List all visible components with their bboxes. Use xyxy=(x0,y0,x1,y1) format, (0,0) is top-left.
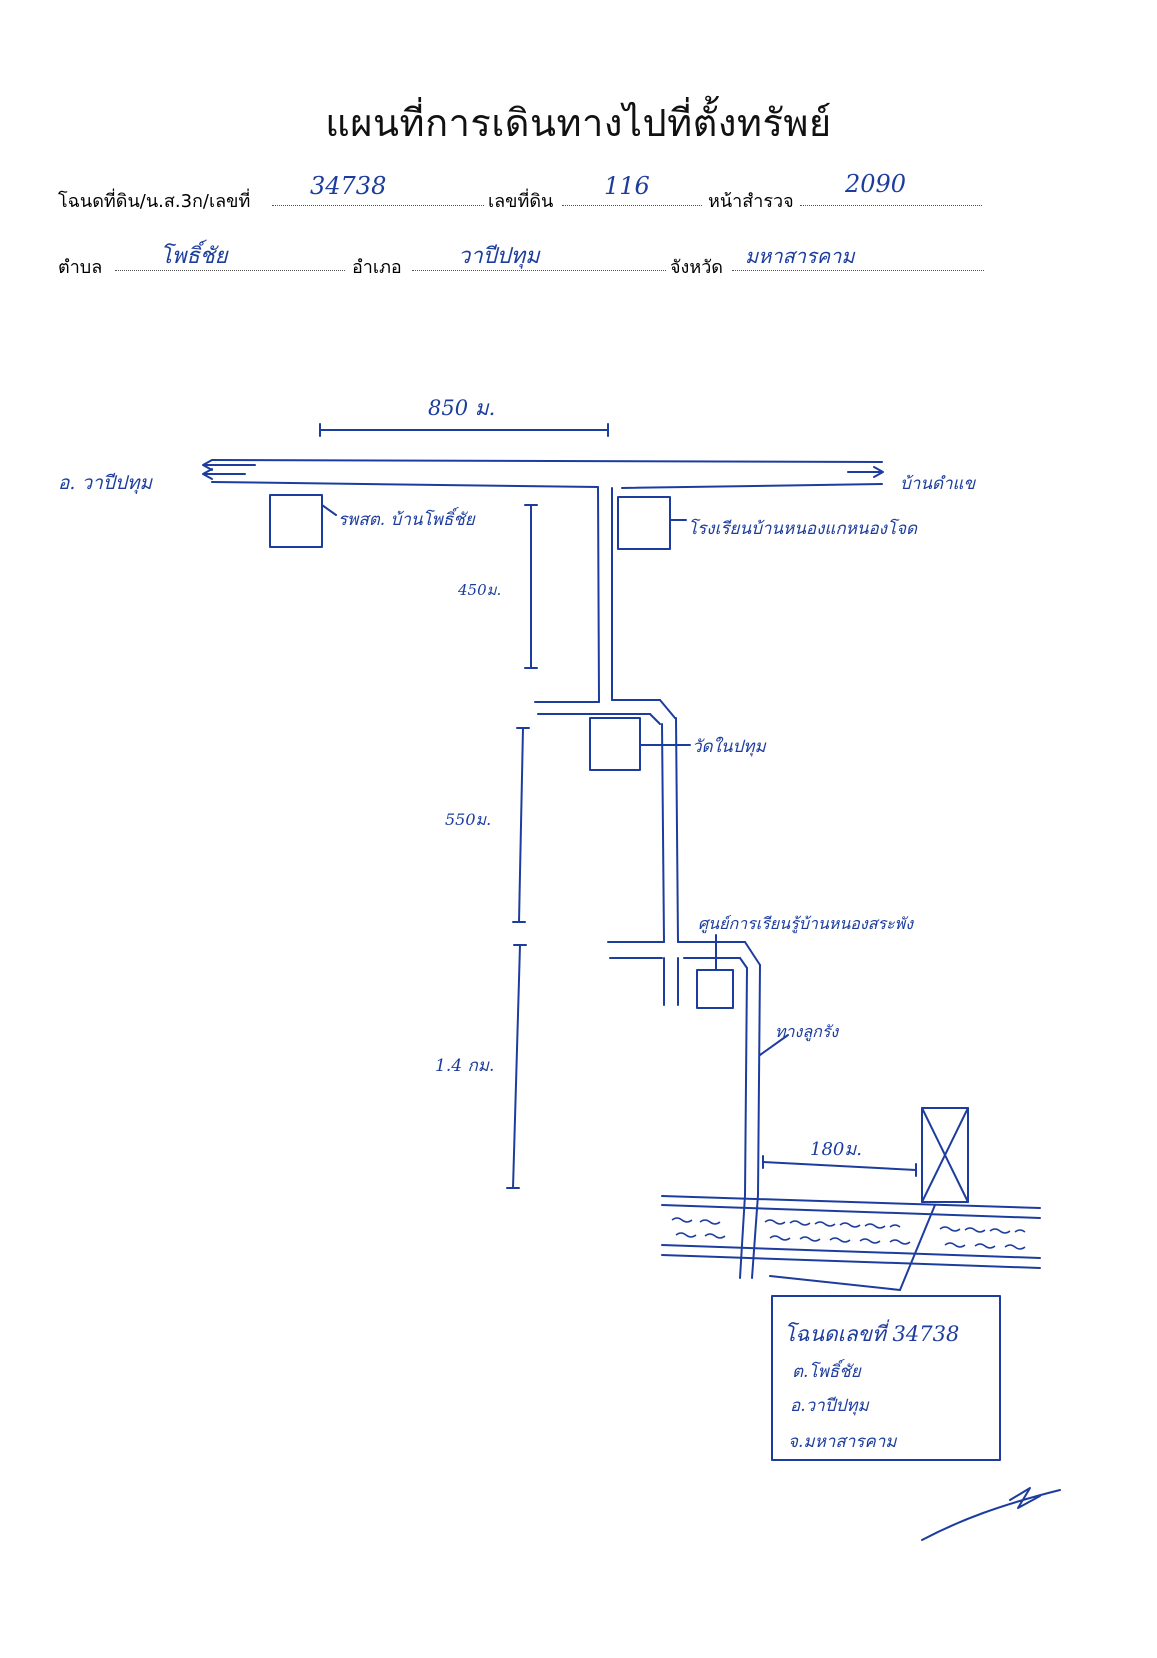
main-road-bottom-right xyxy=(621,483,883,489)
survey-label: หน้าสำรวจ xyxy=(708,191,794,212)
land-no-value: 116 xyxy=(604,172,650,200)
center-box xyxy=(696,969,734,1009)
main-road-bottom-left xyxy=(211,481,599,488)
road-left-label: อ. วาปีปทุม xyxy=(58,472,152,494)
school-box xyxy=(617,496,671,550)
hospital-label: รพสต. บ้านโพธิ์ชัย xyxy=(338,510,475,530)
canal-top-edge-2 xyxy=(661,1204,1041,1219)
hospital-box xyxy=(269,494,323,548)
canal-bottom-edge-2 xyxy=(661,1254,1041,1269)
road-right-label: บ้านดำแข xyxy=(900,474,976,494)
property-info-pointer xyxy=(899,1204,936,1291)
dirt-road-label: ทางลูกรัง xyxy=(775,1022,839,1041)
arrow-left-head-1 xyxy=(202,459,213,471)
district-label: อำเภอ xyxy=(352,257,402,278)
road-3-left xyxy=(744,967,748,1196)
arrow-left-head-2 xyxy=(202,468,213,480)
subdistrict-value: โพธิ์ชัย xyxy=(160,244,228,269)
province-dotted-line xyxy=(732,270,984,271)
distance-top-label: 850 ม. xyxy=(428,396,496,420)
province-label: จังหวัด xyxy=(670,257,723,278)
district-value: วาปีปทุม xyxy=(458,244,540,269)
subdistrict-dotted-line xyxy=(115,270,345,271)
subdistrict-label: ตำบล xyxy=(58,257,103,278)
temple-box xyxy=(589,717,641,771)
property-info-line3: อ.วาปีปทุม xyxy=(790,1396,869,1416)
property-info-box xyxy=(771,1295,1001,1461)
deed-dotted-line xyxy=(272,205,484,206)
district-dotted-line xyxy=(412,270,666,271)
distance-1-label: 450ม. xyxy=(458,581,502,599)
dirt-road-pointer xyxy=(759,1034,789,1056)
dimension-1400 xyxy=(512,944,521,1189)
temple-label: วัดในปทุม xyxy=(692,737,766,757)
deed-value: 34738 xyxy=(310,172,387,200)
distance-4-label: 180ม. xyxy=(810,1139,862,1160)
road-2-left xyxy=(661,723,665,943)
dimension-180 xyxy=(762,1161,917,1171)
canal-top-edge xyxy=(661,1195,1041,1209)
hospital-pointer xyxy=(321,504,337,516)
page-title: แผนที่การเดินทางไปที่ตั้งทรัพย์ xyxy=(325,101,832,145)
road-2-right xyxy=(675,717,679,943)
signature xyxy=(921,1487,1061,1541)
property-info-line1: โฉนดเลขที่ 34738 xyxy=(784,1322,960,1346)
property-plot xyxy=(921,1107,969,1203)
center-label: ศูนย์การเรียนรู้บ้านหนองสระพัง xyxy=(698,914,913,933)
distance-2-label: 550ม. xyxy=(445,810,492,829)
dimension-550 xyxy=(518,727,524,923)
land-no-label: เลขที่ดิน xyxy=(488,191,554,212)
main-road-top-edge xyxy=(211,459,883,463)
road-3-right xyxy=(757,964,761,1196)
school-label: โรงเรียนบ้านหนองแกหนองโจด xyxy=(688,519,918,539)
canal-bottom-edge xyxy=(661,1244,1041,1259)
distance-3-label: 1.4 กม. xyxy=(435,1056,495,1076)
survey-dotted-line xyxy=(800,205,982,206)
province-value: มหาสารคาม xyxy=(745,244,855,268)
arrow-right-head xyxy=(873,466,884,478)
land-no-dotted-line xyxy=(562,205,702,206)
canal-water-marks xyxy=(671,1217,1026,1250)
property-info-line2: ต.โพธิ์ชัย xyxy=(792,1362,861,1382)
deed-label: โฉนดที่ดิน/น.ส.3ก/เลขที่ xyxy=(58,191,251,212)
property-info-line4: จ.มหาสารคาม xyxy=(788,1432,897,1452)
survey-value: 2090 xyxy=(845,170,907,198)
road-1-left xyxy=(597,486,600,703)
